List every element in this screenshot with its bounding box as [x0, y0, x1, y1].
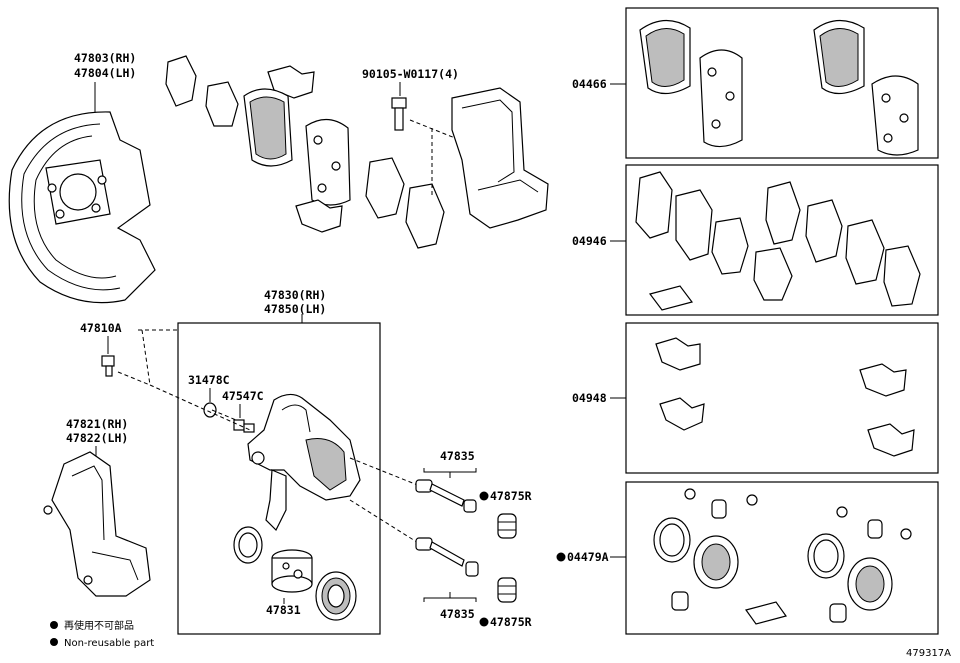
- non-reusable-dot-icon: [556, 552, 566, 562]
- label-caliper-lh: 47850(LH): [264, 302, 326, 316]
- kit-label-clips: 04948: [572, 391, 607, 405]
- label-slide-boot-top: 47875R: [490, 489, 532, 503]
- bleeder-screw: [101, 355, 115, 377]
- label-bolt: 90105-W0117(4): [362, 67, 459, 81]
- kit-label-shims: 04946: [572, 234, 607, 248]
- slide-boot-top: [497, 513, 517, 539]
- kit-seal-set: [653, 488, 912, 625]
- kit-shim-set: [635, 171, 921, 311]
- piston-boot: [315, 571, 357, 621]
- seal-cap-part: [203, 402, 217, 418]
- label-bleeder-cap: 47547C: [222, 389, 264, 403]
- legend-en: Non-reusable part: [64, 638, 154, 649]
- kit-pad-set: [639, 19, 919, 156]
- slide-pin-top: [415, 479, 477, 513]
- caliper-assy-box: [177, 322, 381, 635]
- bleeder-cap-part: [233, 419, 255, 433]
- kit-box-pads: [625, 7, 939, 159]
- label-slide-boot-bottom: 47875R: [490, 615, 532, 629]
- dust-cover: [8, 111, 156, 304]
- diagram-id: 479317A: [906, 648, 951, 659]
- mounting-bracket: [43, 451, 151, 597]
- label-dust-cover-lh: 47804(LH): [74, 66, 136, 80]
- piston-part: [271, 549, 313, 593]
- pads-shims-top: [165, 55, 445, 249]
- kit-box-shims: [625, 164, 939, 316]
- bolt-part: [391, 97, 407, 131]
- legend-dot-icon: [50, 621, 58, 629]
- caliper-body: [247, 393, 361, 532]
- label-dust-cover-rh: 47803(RH): [74, 51, 136, 65]
- kit-label-pads: 04466: [572, 77, 607, 91]
- non-reusable-dot-icon: [479, 617, 489, 627]
- mounting-top: [451, 87, 549, 229]
- label-caliper-rh: 47830(RH): [264, 288, 326, 302]
- label-seal-cap: 31478C: [188, 373, 230, 387]
- label-slide-pin-bottom: 47835: [440, 607, 475, 621]
- legend-dot-icon: [50, 638, 58, 646]
- label-slide-pin-top: 47835: [440, 449, 475, 463]
- kit-clip-set: [655, 337, 915, 457]
- slide-boot-bottom: [497, 577, 517, 603]
- label-piston: 47831: [266, 603, 301, 617]
- label-mounting-rh: 47821(RH): [66, 417, 128, 431]
- kit-label-seals: 04479A: [567, 550, 609, 564]
- slide-pin-bottom: [415, 537, 479, 577]
- label-mounting-lh: 47822(LH): [66, 431, 128, 445]
- label-bleeder: 47810A: [80, 321, 122, 335]
- legend-jp: 再使用不可部品: [64, 619, 134, 632]
- non-reusable-dot-icon: [479, 491, 489, 501]
- kit-box-seals: [625, 481, 939, 635]
